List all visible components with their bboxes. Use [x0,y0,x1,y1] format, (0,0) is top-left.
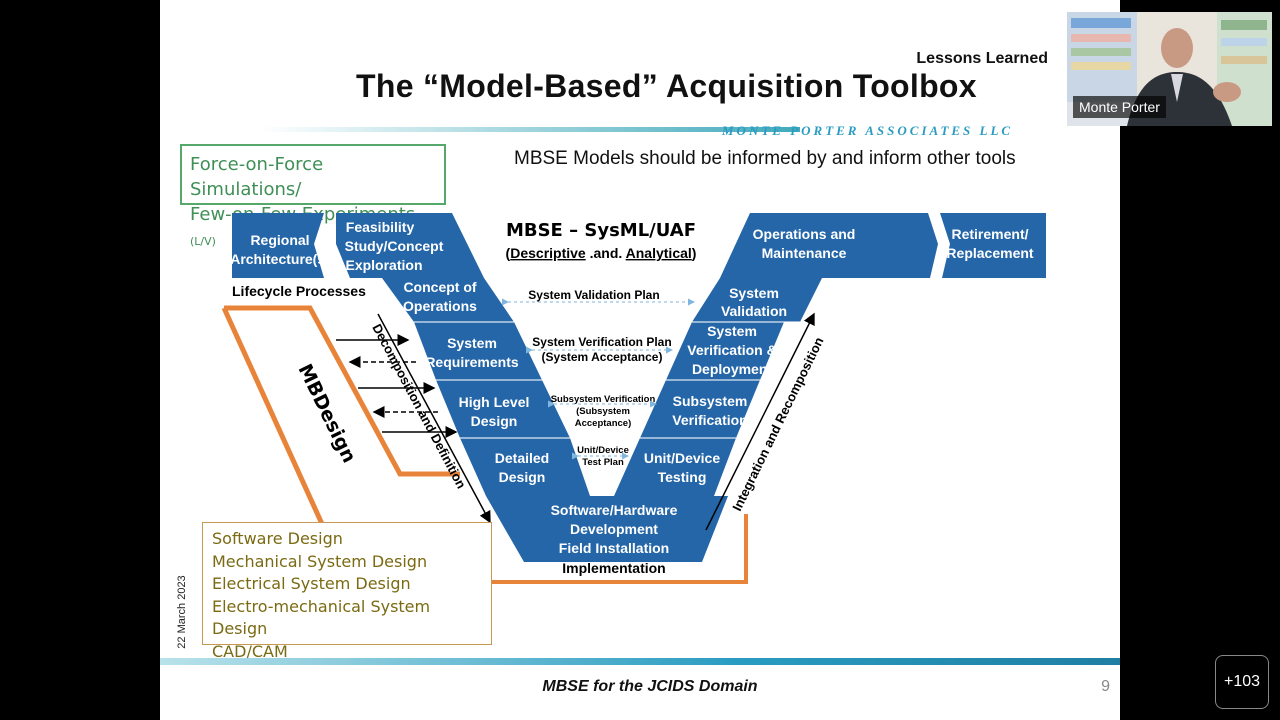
subsystem-plan-label-1: Subsystem Verification [551,394,656,405]
integration-arrow [705,312,815,531]
slide-title: The “Model-Based” Acquisition Toolbox [356,68,977,104]
simulation-line-1: Force-on-Force Simulations/ [190,154,324,200]
design-item: Electrical System Design [212,574,411,593]
regional-label-2: Architecture(s) [230,251,330,267]
v-model-diagram: Regional Architecture(s) Feasibility Stu… [221,213,1046,584]
mbdesign-label: MBDesign [294,361,361,467]
design-item: Software Design [212,529,343,548]
center-sub-and: .and. [590,245,623,261]
hld-label-2: Design [471,413,518,429]
feasibility-label-3: Exploration [345,257,422,273]
company-name: MONTE PORTER ASSOCIATES LLC [722,123,1014,138]
sysval-label-1: System [729,285,779,301]
sysverif-label-2: Verification & [687,342,776,358]
unitdev-label-1: Unit/Device [644,450,720,466]
sysreq-label-2: Requirements [425,354,519,370]
implementation-label: Implementation [562,560,665,576]
design-item: Electro-mechanical System Design [212,596,431,639]
unitdev-label-2: Testing [658,469,707,485]
regional-label-1: Regional [250,232,309,248]
center-subtitle: (Descriptive .and. Analytical) [506,245,697,261]
retirement-label-1: Retirement/ [951,226,1028,242]
sysreq-label-1: System [447,335,497,351]
subsys-label-2: Verification [672,412,747,428]
ops-label-2: Maintenance [762,245,847,261]
unit-plan-label-2: Test Plan [582,457,624,468]
presentation-slide: Lessons Learned The “Model-Based” Acquis… [160,0,1120,720]
retirement-label-2: Replacement [946,245,1033,261]
subsystem-plan-label-3: Acceptance) [575,418,632,429]
conops-label-1: Concept of [403,279,476,295]
mbse-note: MBSE Models should be informed by and in… [514,148,1016,169]
decomposition-arrow [377,313,491,524]
bottom-label-1: Software/Hardware [551,502,678,518]
bottom-label-3: Field Installation [559,540,669,556]
unit-plan-label-1: Unit/Device [577,445,629,456]
center-sub-analytical: Analytical [626,245,692,261]
footer-bar [160,658,1120,665]
conops-label-2: Operations [403,298,477,314]
ops-label-1: Operations and [753,226,856,242]
title-underline [260,127,800,132]
sysverif-label-1: System [707,323,757,339]
slide-date: 22 March 2023 [176,575,188,649]
feasibility-label-1: Feasibility [346,219,415,235]
verification-plan-label-1: System Verification Plan [532,335,671,349]
design-item: Mechanical System Design [212,551,428,571]
simulation-suffix: (L/V) [190,235,216,248]
page-number: 9 [1101,678,1110,695]
verification-plan-label-2: (System Acceptance) [542,350,663,364]
hld-label-1: High Level [459,394,530,410]
participant-video-tile[interactable]: Monte Porter [1067,12,1272,126]
subsystem-plan-label-2: (Subsystem [576,406,630,417]
slide-kicker: Lessons Learned [916,50,1048,67]
implementation-bracket [492,514,748,584]
dd-label-1: Detailed [495,450,549,466]
bottom-label-2: Development [570,521,658,537]
sysverif-label-3: Deployment [692,361,772,377]
dd-label-2: Design [499,469,546,485]
design-item: CAD/CAM [212,641,288,661]
center-title: MBSE – SysML/UAF [506,220,696,241]
lifecycle-label: Lifecycle Processes [232,283,366,299]
design-list-box: Software Design Mechanical System Design… [202,522,492,661]
mbdesign-frame [221,305,460,548]
more-participants-button[interactable]: +103 [1215,655,1269,709]
v-shape [232,213,1046,562]
slide-footer: MBSE for the JCIDS Domain [542,678,758,695]
validation-plan-label: System Validation Plan [528,288,659,302]
participant-name: Monte Porter [1073,96,1166,118]
subsys-label-1: Subsystem [673,393,748,409]
sysval-label-2: Validation [721,303,787,319]
feasibility-label-2: Study/Concept [345,238,444,254]
center-sub-descriptive: Descriptive [510,245,586,261]
